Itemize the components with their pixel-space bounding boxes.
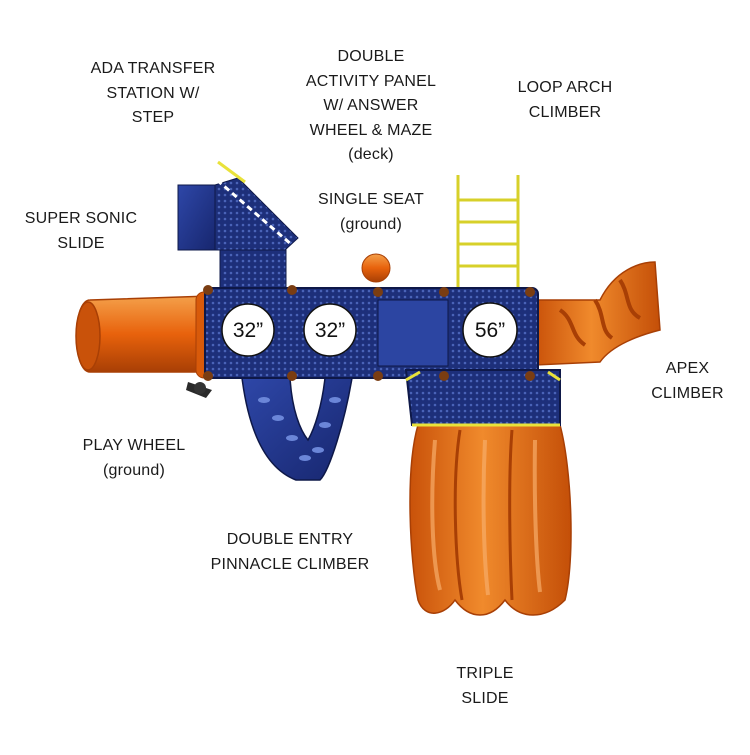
deck-badge-3: 56” [462, 302, 518, 358]
label-line: SUPER SONIC [24, 210, 138, 227]
triple-slide [409, 424, 572, 616]
label-line: STATION W/ [106, 84, 200, 102]
label-apex-climber: APEX CLIMBER [640, 357, 735, 406]
label-super-sonic-slide: SUPER SONIC SLIDE [14, 207, 148, 256]
single-seat [361, 253, 391, 283]
label-line: DOUBLE ENTRY [226, 531, 354, 548]
label-line: ACTIVITY PANEL [305, 72, 437, 90]
label-line: SLIDE [57, 234, 105, 252]
loop-arch-climber [456, 175, 520, 292]
label-play-wheel: PLAY WHEEL (ground) [72, 434, 196, 483]
label-loop-arch-climber: LOOP ARCH CLIMBER [505, 76, 625, 125]
deck-height-2: 32” [315, 319, 345, 342]
label-double-entry-pinnacle-climber: DOUBLE ENTRY PINNACLE CLIMBER [200, 528, 380, 577]
label-ada-transfer-station: ADA TRANSFER STATION W/ STEP [82, 57, 224, 131]
label-line: TRIPLE [456, 665, 514, 682]
deck-height-1: 32” [233, 319, 263, 342]
label-line: (ground) [102, 461, 166, 479]
label-line: LOOP ARCH [517, 79, 613, 96]
label-line: CLIMBER [651, 384, 724, 402]
label-line: DOUBLE [337, 48, 405, 65]
double-entry-pinnacle-climber [241, 377, 353, 481]
deck-badge-2: 32” [303, 303, 357, 357]
main-deck [203, 285, 561, 427]
deck-height-3: 56” [475, 319, 505, 342]
play-wheel [186, 382, 212, 398]
label-line: (deck) [348, 146, 394, 163]
label-single-seat: SINGLE SEAT (ground) [307, 188, 435, 237]
apex-climber [534, 261, 661, 366]
label-line: SINGLE SEAT [318, 191, 424, 208]
deck-badge-1: 32” [221, 303, 275, 357]
super-sonic-slide [75, 291, 221, 379]
label-line: (ground) [339, 215, 403, 233]
label-line: PINNACLE CLIMBER [210, 555, 370, 573]
label-line: SLIDE [461, 689, 509, 707]
ada-transfer-station [177, 160, 299, 291]
label-triple-slide: TRIPLE SLIDE [435, 662, 535, 711]
label-line: WHEEL & MAZE [309, 121, 433, 139]
label-line: PLAY WHEEL [82, 437, 186, 454]
label-line: APEX [665, 360, 710, 377]
label-line: ADA TRANSFER [90, 60, 216, 77]
label-line: CLIMBER [528, 103, 602, 121]
label-line: STEP [131, 109, 175, 126]
label-double-activity-panel: DOUBLE ACTIVITY PANEL W/ ANSWER WHEEL & … [291, 45, 451, 168]
label-line: W/ ANSWER [323, 97, 419, 114]
